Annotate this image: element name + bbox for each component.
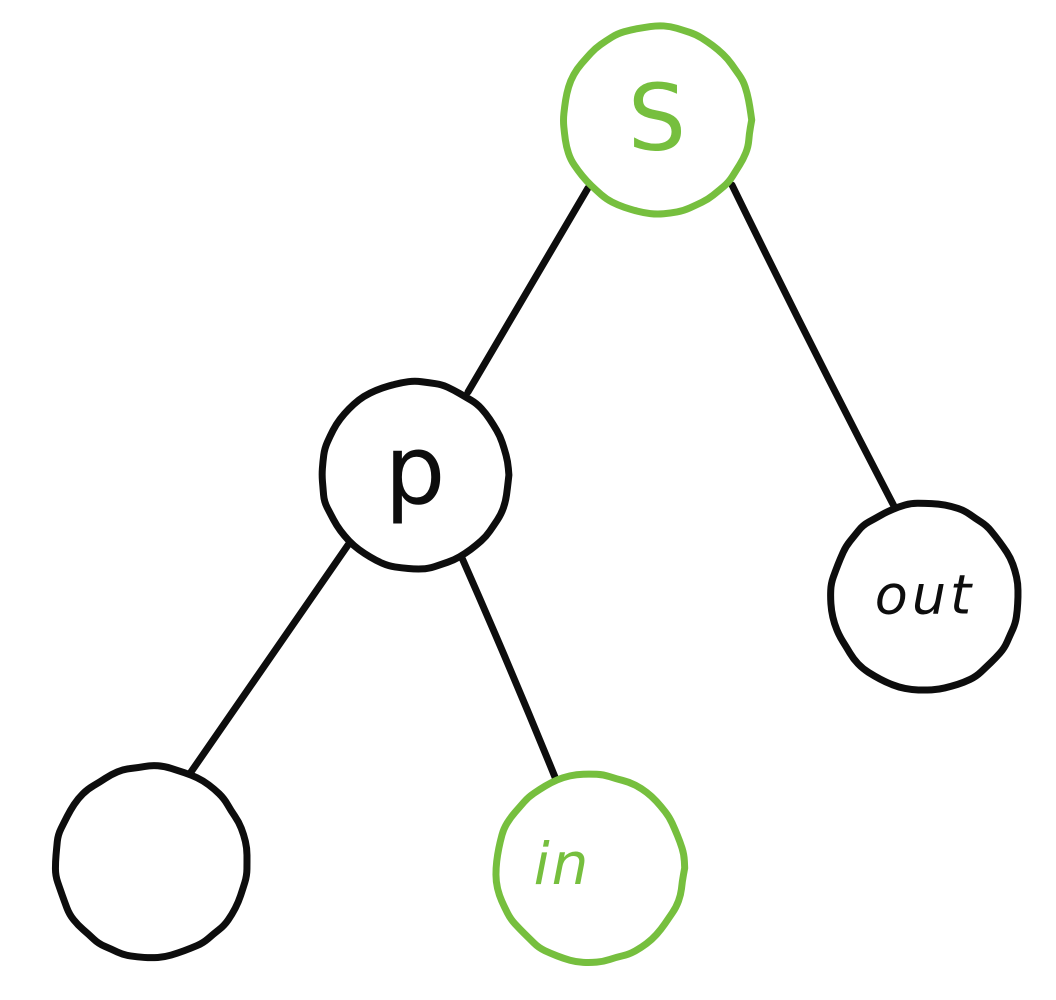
node-in-label: in [534, 830, 591, 898]
node-in[interactable]: in [492, 770, 689, 967]
node-p-circle[interactable] [318, 377, 513, 573]
node-s-circle[interactable] [560, 22, 756, 218]
nodes-group: Sp out in [51, 22, 1022, 967]
node-out-label: out [875, 564, 975, 627]
node-p[interactable]: p [318, 377, 513, 573]
edge-p-to-empty [187, 541, 352, 776]
node-s-label: S [628, 64, 686, 171]
node-empty[interactable] [51, 762, 251, 962]
node-out[interactable]: out [827, 499, 1022, 694]
edge-p-to-in [458, 554, 561, 786]
edge-s-to-p [464, 184, 592, 396]
edges-group [187, 181, 899, 786]
node-in-circle[interactable] [492, 770, 689, 967]
node-s[interactable]: S [560, 22, 756, 218]
node-out-circle[interactable] [827, 499, 1022, 694]
edge-s-to-out [728, 181, 899, 512]
node-empty-circle[interactable] [51, 762, 251, 962]
node-p-label: p [385, 414, 446, 526]
